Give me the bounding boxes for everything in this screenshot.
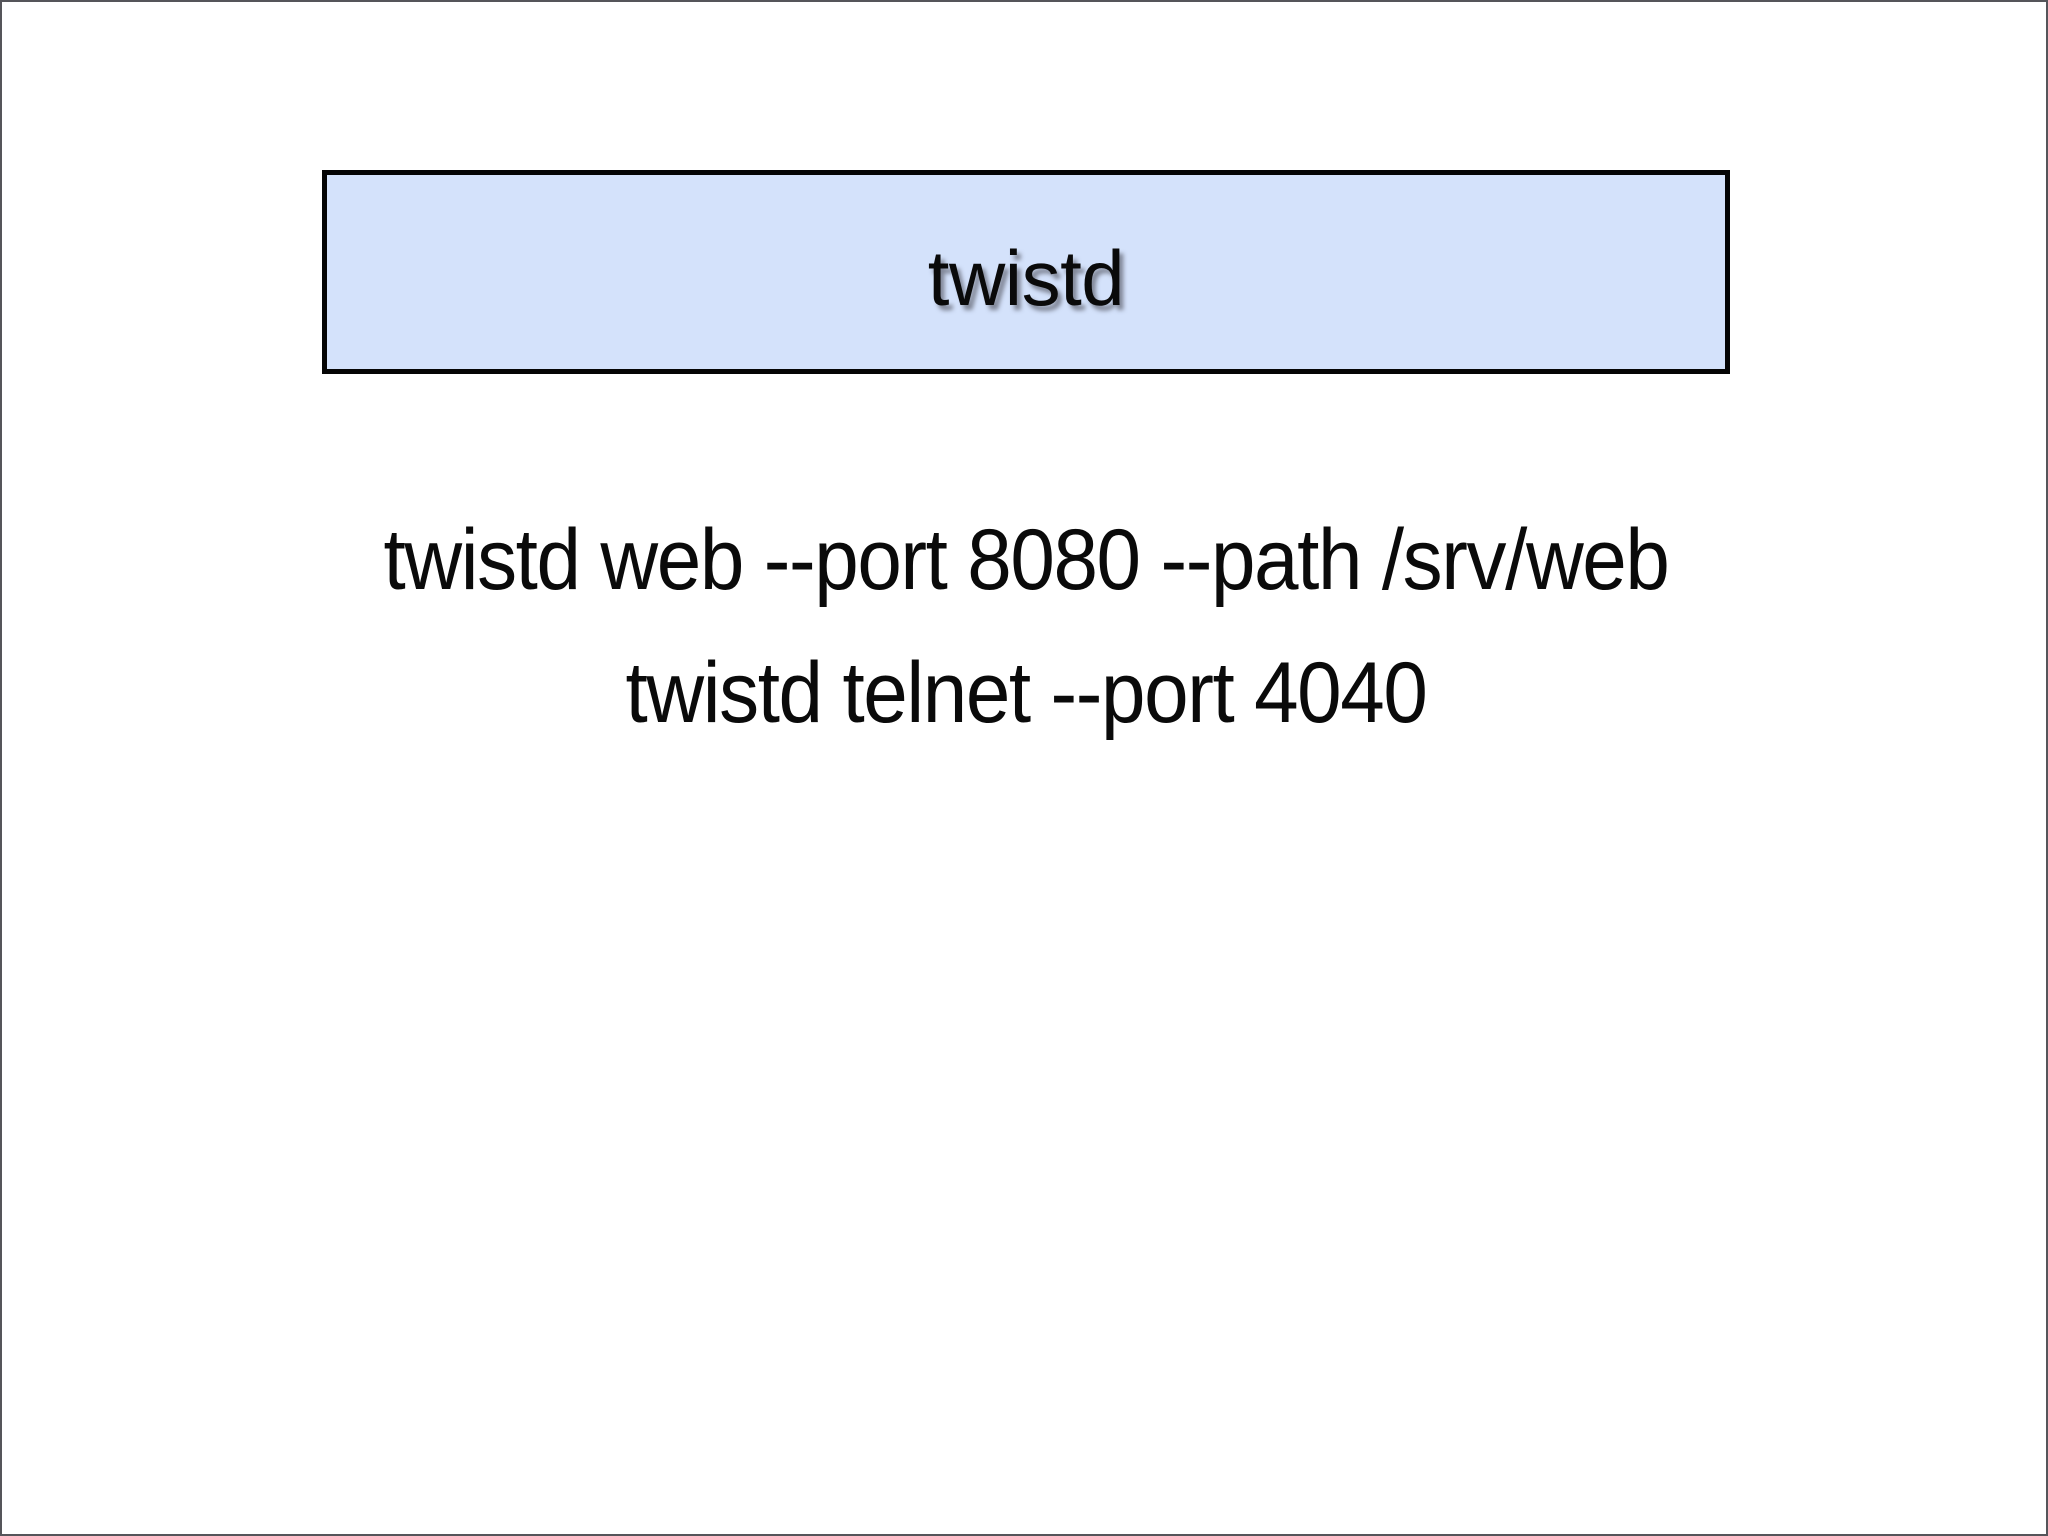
twistd-component-box: twistd — [322, 170, 1730, 374]
command-line-web: twistd web --port 8080 --path /srv/web — [383, 512, 1670, 608]
command-line-telnet: twistd telnet --port 4040 — [625, 645, 1428, 742]
command-examples-list: twistd web --port 8080 --path /srv/web t… — [2, 494, 2046, 761]
twistd-component-label: twistd — [927, 234, 1125, 322]
